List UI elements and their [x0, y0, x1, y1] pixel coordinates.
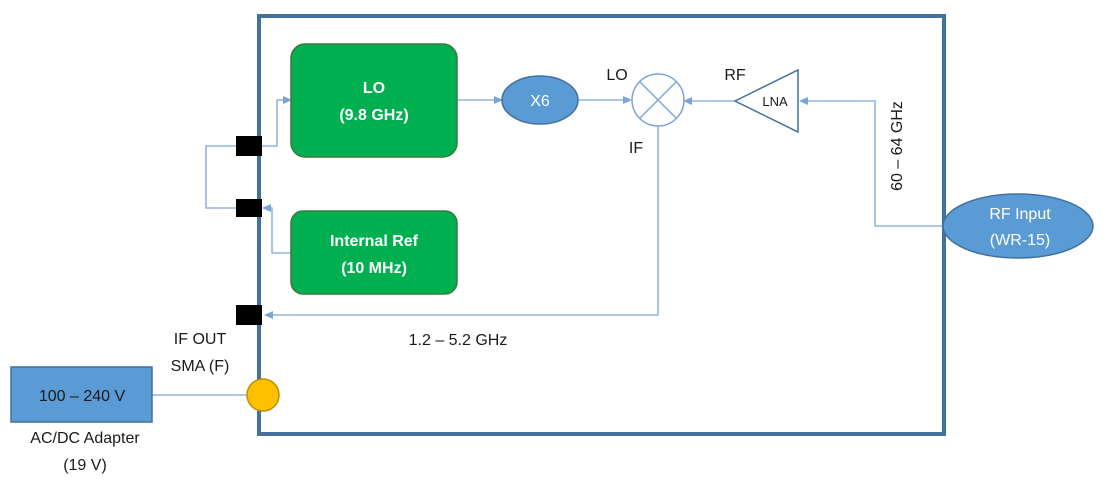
- mixer-rf-label: RF: [724, 67, 746, 84]
- wire-loop: [205, 145, 236, 209]
- signal-wires: [152, 96, 943, 396]
- adapter-voltage: 100 – 240 V: [39, 388, 126, 405]
- power-port: [246, 378, 280, 412]
- mixer-if-label: IF: [629, 140, 643, 157]
- lo-frequency: (9.8 GHz): [339, 107, 408, 124]
- adapter-caption: AC/DC Adapter: [30, 430, 140, 447]
- rf-input-port: RF Input (WR-15): [942, 193, 1094, 259]
- lo-connector: [236, 136, 262, 156]
- rf-input-type: (WR-15): [990, 232, 1050, 249]
- adapter-block: 100 – 240 V: [10, 366, 153, 423]
- ref-connector: [236, 199, 262, 217]
- internal-ref-block: Internal Ref (10 MHz): [290, 210, 458, 295]
- rf-input-label: RF Input: [989, 206, 1051, 223]
- lna-block: LNA: [733, 68, 799, 134]
- rf-band-label: 60 – 64 GHz: [889, 101, 906, 191]
- multiplier-label: X6: [530, 93, 550, 110]
- lo-block: LO (9.8 GHz): [290, 43, 458, 158]
- wire-connector-to-lo: [262, 96, 292, 147]
- lna-label: LNA: [762, 94, 788, 109]
- wire-if-to-output: [264, 126, 659, 319]
- mixer-lo-label: LO: [606, 67, 627, 84]
- internal-ref-label: Internal Ref: [330, 233, 419, 250]
- mixer-symbol: [631, 73, 685, 127]
- adapter-caption-voltage: (19 V): [63, 457, 107, 474]
- if-out-connector: [236, 305, 262, 325]
- wire-ref-to-connector: [262, 204, 291, 254]
- multiplier-block: X6: [501, 75, 579, 125]
- wire-rf-to-lna: [799, 97, 943, 227]
- lo-label: LO: [363, 80, 385, 97]
- internal-ref-frequency: (10 MHz): [341, 260, 407, 277]
- if-out-label: IF OUT: [174, 331, 227, 348]
- if-band-label: 1.2 – 5.2 GHz: [409, 332, 508, 349]
- if-out-connector-type: SMA (F): [171, 358, 230, 375]
